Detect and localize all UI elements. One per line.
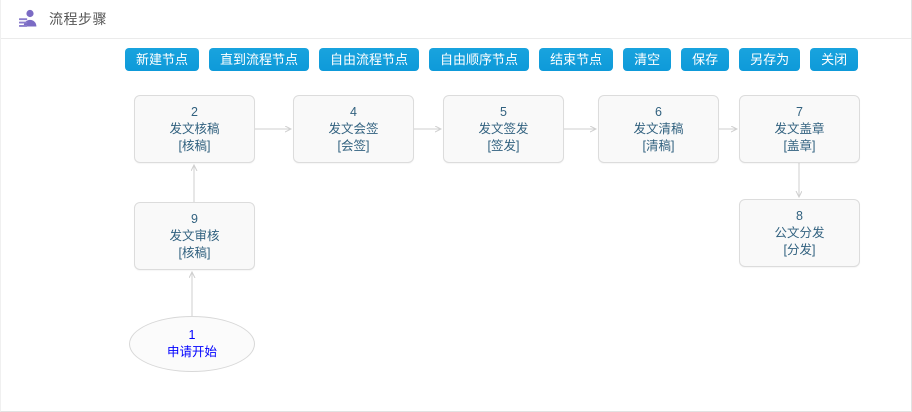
node-id: 9	[191, 211, 198, 226]
save-as-button[interactable]: 另存为	[739, 48, 801, 71]
node-tag: [清稿]	[642, 138, 675, 153]
flow-canvas[interactable]: 2 发文核稿 [核稿] 4 发文会签 [会签] 5 发文签发 [签发] 6 发文…	[1, 78, 911, 411]
flow-node-1-start[interactable]: 1 申请开始	[129, 316, 255, 372]
node-tag: [分发]	[783, 242, 816, 257]
clear-button[interactable]: 清空	[623, 48, 672, 71]
node-id: 1	[188, 328, 196, 342]
end-node-button[interactable]: 结束节点	[539, 48, 614, 71]
flow-node-7[interactable]: 7 发文盖章 [盖章]	[739, 95, 860, 163]
node-name: 公文分发	[774, 225, 825, 240]
node-name: 发文会签	[328, 121, 379, 136]
node-id: 8	[796, 208, 803, 223]
free-process-node-button[interactable]: 自由流程节点	[319, 48, 420, 71]
close-button[interactable]: 关闭	[810, 48, 859, 71]
flow-node-4[interactable]: 4 发文会签 [会签]	[293, 95, 414, 163]
node-tag: [核稿]	[178, 138, 211, 153]
node-id: 6	[655, 104, 662, 119]
node-name: 申请开始	[166, 345, 217, 359]
free-order-node-button[interactable]: 自由顺序节点	[429, 48, 530, 71]
flow-node-2[interactable]: 2 发文核稿 [核稿]	[134, 95, 255, 163]
node-name: 发文核稿	[169, 121, 220, 136]
page-title: 流程步骤	[49, 11, 107, 27]
node-id: 7	[796, 104, 803, 119]
node-name: 发文审核	[169, 228, 220, 243]
node-id: 4	[350, 104, 357, 119]
node-name: 发文签发	[478, 121, 529, 136]
node-id: 5	[500, 104, 507, 119]
flow-node-6[interactable]: 6 发文清稿 [清稿]	[598, 95, 719, 163]
direct-process-node-button[interactable]: 直到流程节点	[209, 48, 310, 71]
node-id: 2	[191, 104, 198, 119]
node-name: 发文盖章	[774, 121, 825, 136]
toolbar: 新建节点 直到流程节点 自由流程节点 自由顺序节点 结束节点 清空 保存 另存为…	[125, 48, 859, 71]
user-process-icon	[17, 8, 39, 30]
node-tag: [核稿]	[178, 245, 211, 260]
flow-node-5[interactable]: 5 发文签发 [签发]	[443, 95, 564, 163]
node-tag: [盖章]	[783, 138, 816, 153]
flow-node-9[interactable]: 9 发文审核 [核稿]	[134, 202, 255, 270]
node-tag: [会签]	[337, 138, 370, 153]
flow-node-8[interactable]: 8 公文分发 [分发]	[739, 199, 860, 267]
node-name: 发文清稿	[633, 121, 684, 136]
panel-header: 流程步骤	[1, 0, 911, 39]
node-tag: [签发]	[487, 138, 520, 153]
save-button[interactable]: 保存	[681, 48, 730, 71]
new-node-button[interactable]: 新建节点	[125, 48, 200, 71]
